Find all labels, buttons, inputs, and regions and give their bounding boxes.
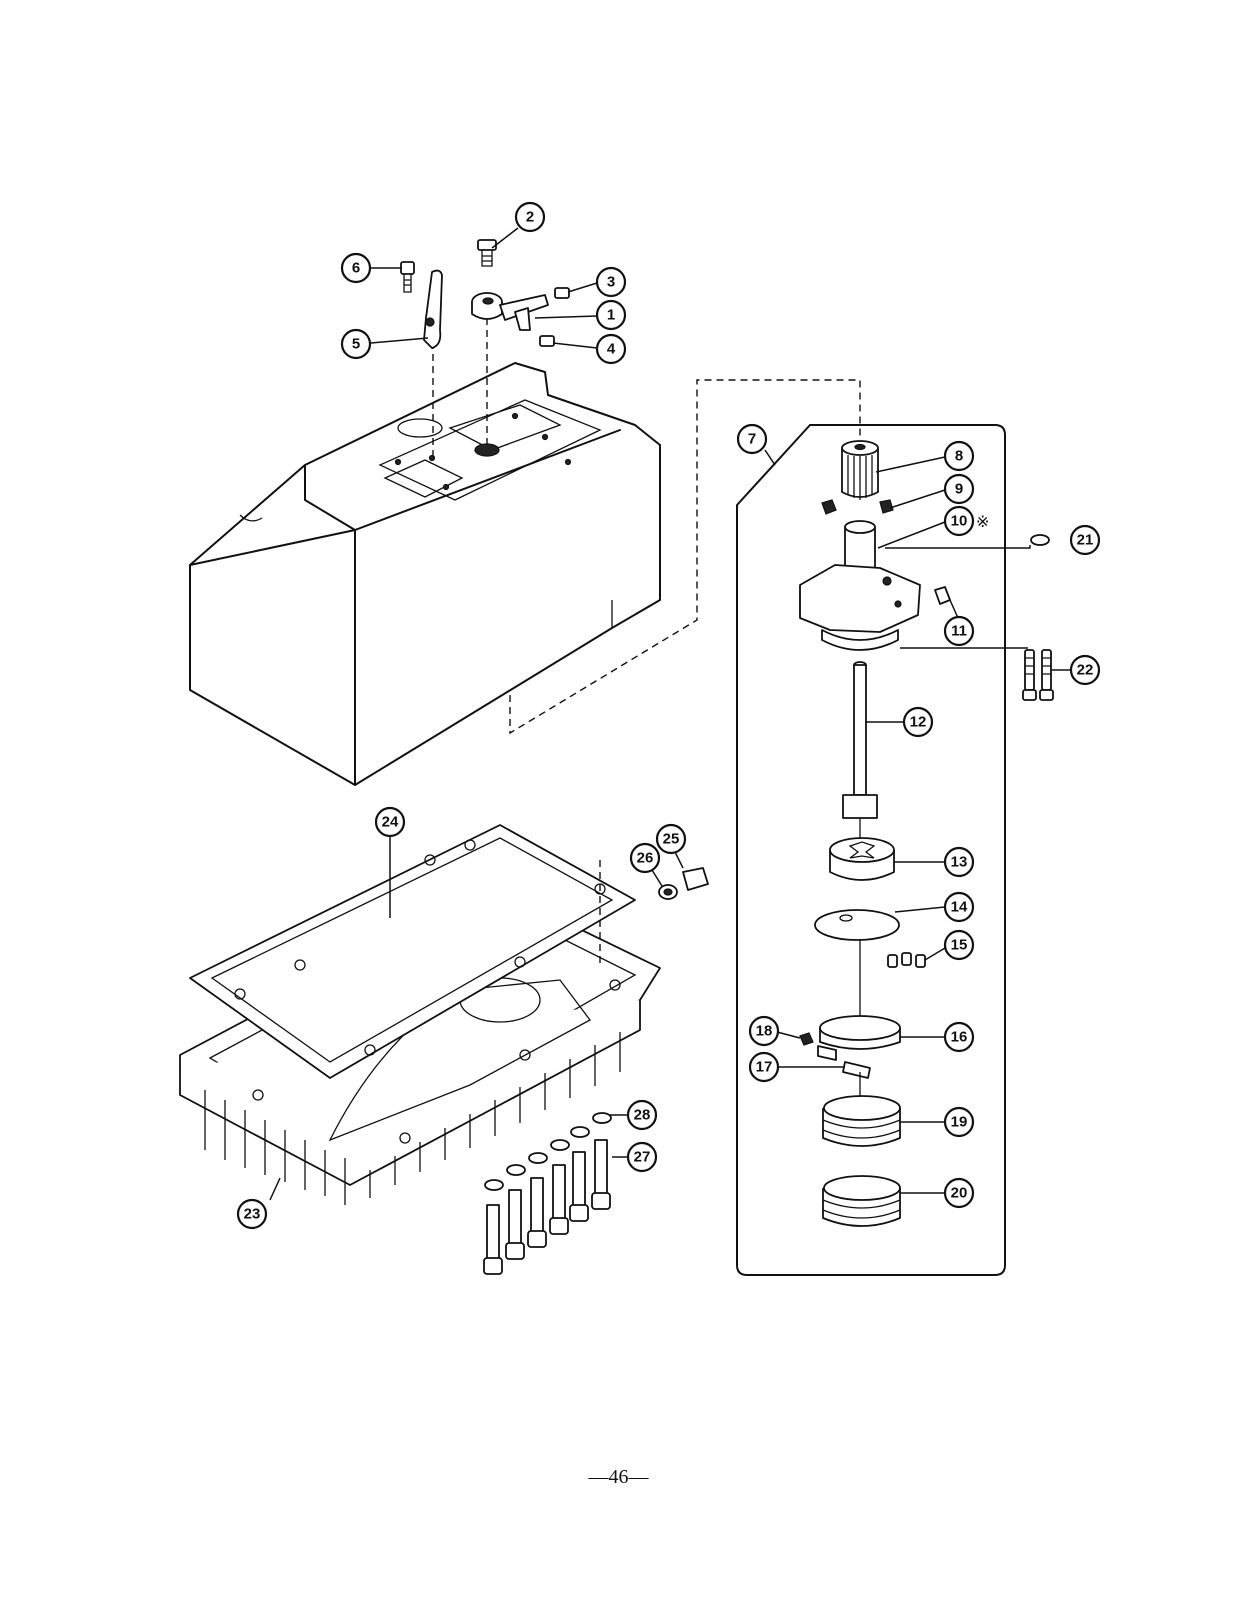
callout-26: 26 xyxy=(629,842,661,874)
svg-text:3: 3 xyxy=(607,274,615,291)
svg-text:8: 8 xyxy=(955,448,963,465)
svg-text:26: 26 xyxy=(637,850,654,867)
svg-text:14: 14 xyxy=(951,899,968,916)
callout-2: 2 xyxy=(514,201,546,233)
callout-17: 17 xyxy=(748,1051,780,1083)
svg-text:18: 18 xyxy=(756,1023,773,1040)
callout-23: 23 xyxy=(236,1198,268,1230)
svg-text:13: 13 xyxy=(951,854,968,871)
callout-4: 4 xyxy=(595,333,627,365)
svg-text:15: 15 xyxy=(951,937,968,954)
callout-27: 27 xyxy=(626,1141,658,1173)
svg-text:20: 20 xyxy=(951,1185,968,1202)
svg-text:7: 7 xyxy=(748,431,756,448)
svg-text:27: 27 xyxy=(634,1149,651,1166)
callout-6: 6 xyxy=(340,252,372,284)
callout-18: 18 xyxy=(748,1015,780,1047)
callout-16: 16 xyxy=(943,1021,975,1053)
callout-3: 3 xyxy=(595,266,627,298)
callout-22: 22 xyxy=(1069,654,1101,686)
oil-link-parts xyxy=(400,239,570,349)
oil-pan-parts xyxy=(179,824,709,1275)
svg-text:2: 2 xyxy=(526,209,534,226)
svg-text:22: 22 xyxy=(1077,662,1094,679)
svg-text:21: 21 xyxy=(1077,532,1094,549)
callout-11: 11 xyxy=(943,615,975,647)
svg-text:5: 5 xyxy=(352,336,360,353)
callout-21: 21 xyxy=(1069,524,1101,556)
callout-7: 7 xyxy=(736,423,768,455)
svg-text:24: 24 xyxy=(382,814,399,831)
svg-text:28: 28 xyxy=(634,1107,651,1124)
callout-10: 10 xyxy=(943,505,975,537)
machine-bed xyxy=(189,362,661,786)
svg-text:12: 12 xyxy=(910,714,927,731)
callout-24: 24 xyxy=(374,806,406,838)
assembly-guide-line xyxy=(509,379,861,735)
callout-14: 14 xyxy=(943,891,975,923)
svg-text:10: 10 xyxy=(951,513,968,530)
callout-15: 15 xyxy=(943,929,975,961)
callout-12: 12 xyxy=(902,706,934,738)
svg-text:25: 25 xyxy=(663,831,680,848)
svg-text:4: 4 xyxy=(607,341,616,358)
svg-text:23: 23 xyxy=(244,1206,261,1223)
callout-13: 13 xyxy=(943,846,975,878)
svg-text:19: 19 xyxy=(951,1114,968,1131)
oil-pump-parts xyxy=(799,440,1054,1227)
page-number: —46— xyxy=(588,1466,649,1488)
svg-text:16: 16 xyxy=(951,1029,968,1046)
callout-8: 8 xyxy=(943,440,975,472)
callout-9: 9 xyxy=(943,473,975,505)
reference-mark: ※ xyxy=(976,512,989,531)
callout-1: 1 xyxy=(595,299,627,331)
callout-25: 25 xyxy=(655,823,687,855)
svg-text:9: 9 xyxy=(955,481,963,498)
svg-text:11: 11 xyxy=(951,623,967,640)
pump-assembly-frame xyxy=(736,424,1006,1276)
callout-20: 20 xyxy=(943,1177,975,1209)
svg-text:1: 1 xyxy=(607,307,615,324)
svg-text:17: 17 xyxy=(756,1059,773,1076)
callout-28: 28 xyxy=(626,1099,658,1131)
callout-5: 5 xyxy=(340,328,372,360)
callout-19: 19 xyxy=(943,1106,975,1138)
svg-text:6: 6 xyxy=(352,260,360,277)
